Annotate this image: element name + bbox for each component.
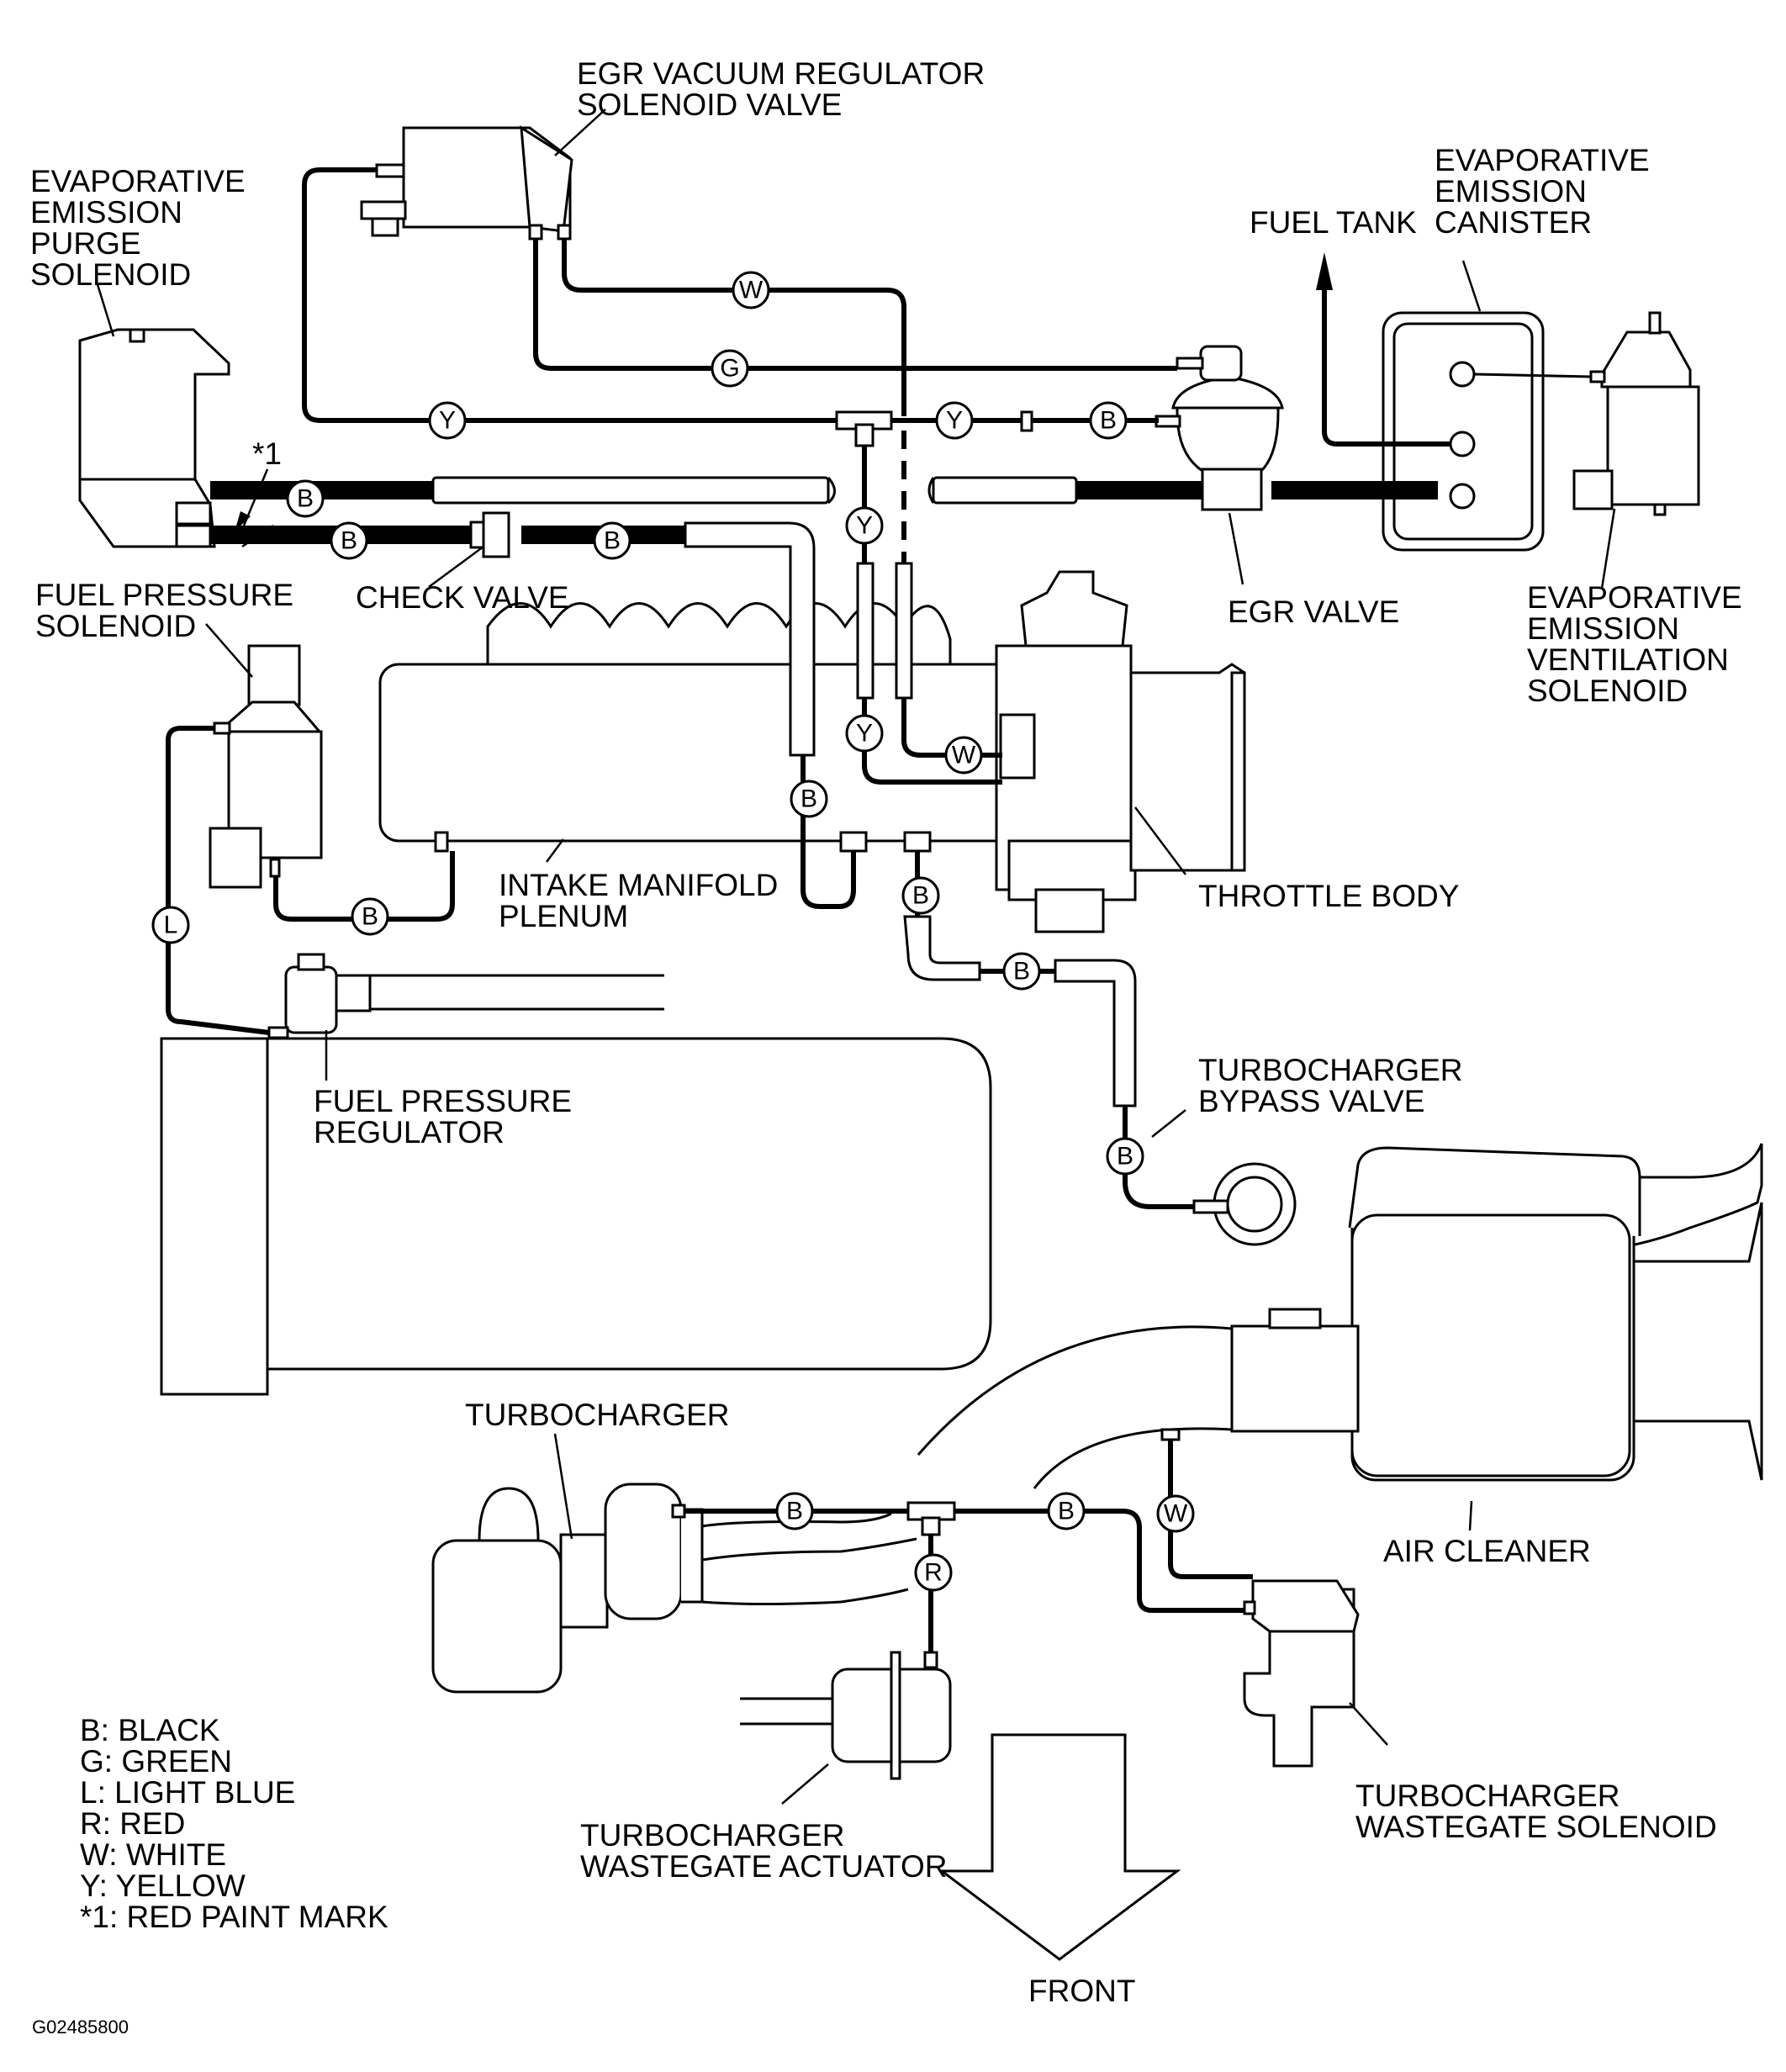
legend-item: B: BLACK (80, 1713, 220, 1747)
hose-code-b-egr: B (1089, 401, 1128, 440)
svg-text:B: B (1058, 1498, 1075, 1525)
evap-canister-part (1382, 311, 1545, 552)
svg-text:B: B (341, 527, 357, 555)
label-fuel-pressure-regulator: FUEL PRESSURE REGULATOR (314, 1084, 580, 1150)
svg-text:B: B (1100, 407, 1117, 435)
hose-code-y-vert-lower: Y (845, 714, 884, 753)
ventilation-solenoid-part (1572, 311, 1700, 516)
paint-mark-arrow (235, 468, 269, 531)
air-cleaner-part (1230, 1143, 1763, 1482)
label-egr-valve: EGR VALVE (1228, 595, 1399, 629)
hose-code-l: L (151, 906, 190, 944)
svg-text:B: B (1013, 958, 1030, 986)
svg-text:G: G (720, 355, 739, 383)
svg-text:R: R (924, 1559, 943, 1587)
hose-code-b-bypass-mid: B (1002, 952, 1041, 991)
svg-text:B: B (1117, 1143, 1133, 1171)
leader-lines (95, 108, 1616, 1805)
svg-text:B: B (604, 527, 621, 555)
purge-solenoid-part (78, 328, 230, 548)
hose-code-b-bypass-top: B (901, 876, 940, 915)
hose-code-y-right: Y (935, 401, 974, 440)
intake-duct (917, 1325, 1233, 1489)
hose-code-b-fps: B (351, 897, 389, 936)
label-wastegate-solenoid: TURBOCHARGER WASTEGATE SOLENOID (1355, 1779, 1717, 1844)
svg-text:B: B (801, 785, 817, 813)
label-fuel-pressure-solenoid: FUEL PRESSURE SOLENOID (35, 578, 302, 643)
svg-text:Y: Y (856, 720, 873, 748)
turbocharger-part (431, 1483, 917, 1694)
svg-text:W: W (739, 277, 764, 304)
intake-manifold-plenum (378, 602, 1022, 853)
hose-code-g-top: G (711, 349, 749, 388)
legend-item: L: LIGHT BLUE (80, 1775, 295, 1810)
svg-text:Y: Y (439, 407, 456, 435)
wastegate-actuator-part (740, 1651, 952, 1780)
wastegate-solenoid-part (1243, 1579, 1360, 1768)
svg-text:W: W (1164, 1500, 1188, 1528)
hose-code-b-bypass-low: B (1106, 1137, 1144, 1176)
egr-valve-part (1155, 345, 1284, 511)
hose-code-b-purge-upper: B (286, 479, 325, 518)
hose-code-b-turbo-left: B (775, 1492, 814, 1530)
label-paint-mark: *1 (252, 436, 282, 471)
svg-text:B: B (786, 1498, 803, 1525)
vacuum-hoses (166, 167, 1593, 1669)
legend-item: W: WHITE (80, 1837, 226, 1872)
label-wastegate-actuator: TURBOCHARGER WASTEGATE ACTUATOR (580, 1818, 948, 1884)
svg-text:Y: Y (946, 407, 963, 435)
label-bypass-valve: TURBOCHARGER BYPASS VALVE (1198, 1053, 1472, 1118)
fuel-pressure-regulator-part (267, 953, 372, 1039)
hose-code-b-purge-lower: B (330, 521, 368, 560)
hose-code-w-throttle: W (944, 736, 983, 774)
label-egr-vacuum-regulator: EGR VACUUM REGULATOR SOLENOID VALVE (577, 56, 993, 122)
label-turbocharger: TURBOCHARGER (465, 1398, 730, 1432)
svg-text:Y: Y (856, 512, 873, 540)
fuel-pressure-solenoid-part (209, 644, 323, 889)
bypass-valve-part (1192, 1162, 1297, 1246)
label-purge-solenoid: EVAPORATIVE EMISSION PURGE SOLENOID (30, 164, 254, 292)
label-air-cleaner: AIR CLEANER (1383, 1534, 1591, 1568)
hose-code-b-check: B (593, 521, 631, 560)
hose-code-b-plenum-vert: B (790, 780, 828, 818)
hose-code-w-aircleaner: W (1156, 1494, 1195, 1533)
legend-item: Y: YELLOW (80, 1868, 246, 1903)
legend-item: G: GREEN (80, 1744, 232, 1779)
fuel-rail (336, 974, 664, 1011)
label-evap-canister: EVAPORATIVE EMISSION CANISTER (1435, 143, 1658, 240)
hose-code-b-turbo-right: B (1047, 1492, 1086, 1530)
component-labels: EGR VACUUM REGULATOR SOLENOID VALVE EVAP… (30, 56, 1751, 2008)
legend-item: *1: RED PAINT MARK (80, 1900, 388, 1934)
label-front: FRONT (1028, 1974, 1135, 2008)
label-check-valve: CHECK VALVE (356, 580, 569, 615)
egr-vacuum-regulator-part (360, 125, 573, 240)
hose-code-bubbles: W G Y Y B B B B Y Y W B B B L B B B B W … (151, 271, 1195, 1592)
figure-id: G02485800 (32, 2016, 129, 2038)
svg-text:B: B (362, 903, 378, 931)
hose-code-r: R (914, 1553, 953, 1592)
label-ventilation-solenoid: EVAPORATIVE EMISSION VENTILATION SOLENOI… (1527, 580, 1751, 708)
throttle-body-part (995, 570, 1246, 933)
label-fuel-tank: FUEL TANK (1250, 205, 1417, 240)
label-intake-manifold-plenum: INTAKE MANIFOLD PLENUM (499, 868, 787, 933)
purge-hose-upper (210, 476, 1438, 505)
color-legend: B: BLACK G: GREEN L: LIGHT BLUE R: RED W… (80, 1713, 388, 1934)
svg-text:L: L (164, 912, 178, 939)
svg-text:B: B (912, 882, 929, 910)
hose-code-y-left: Y (428, 401, 467, 440)
legend-item: R: RED (80, 1806, 185, 1841)
svg-text:B: B (297, 485, 314, 513)
svg-text:W: W (952, 742, 976, 769)
hose-code-y-vert-upper: Y (845, 506, 884, 545)
label-throttle-body: THROTTLE BODY (1198, 879, 1459, 913)
hose-code-w-top: W (732, 271, 770, 309)
engine-block (160, 1037, 992, 1396)
front-arrow (938, 1733, 1181, 1961)
